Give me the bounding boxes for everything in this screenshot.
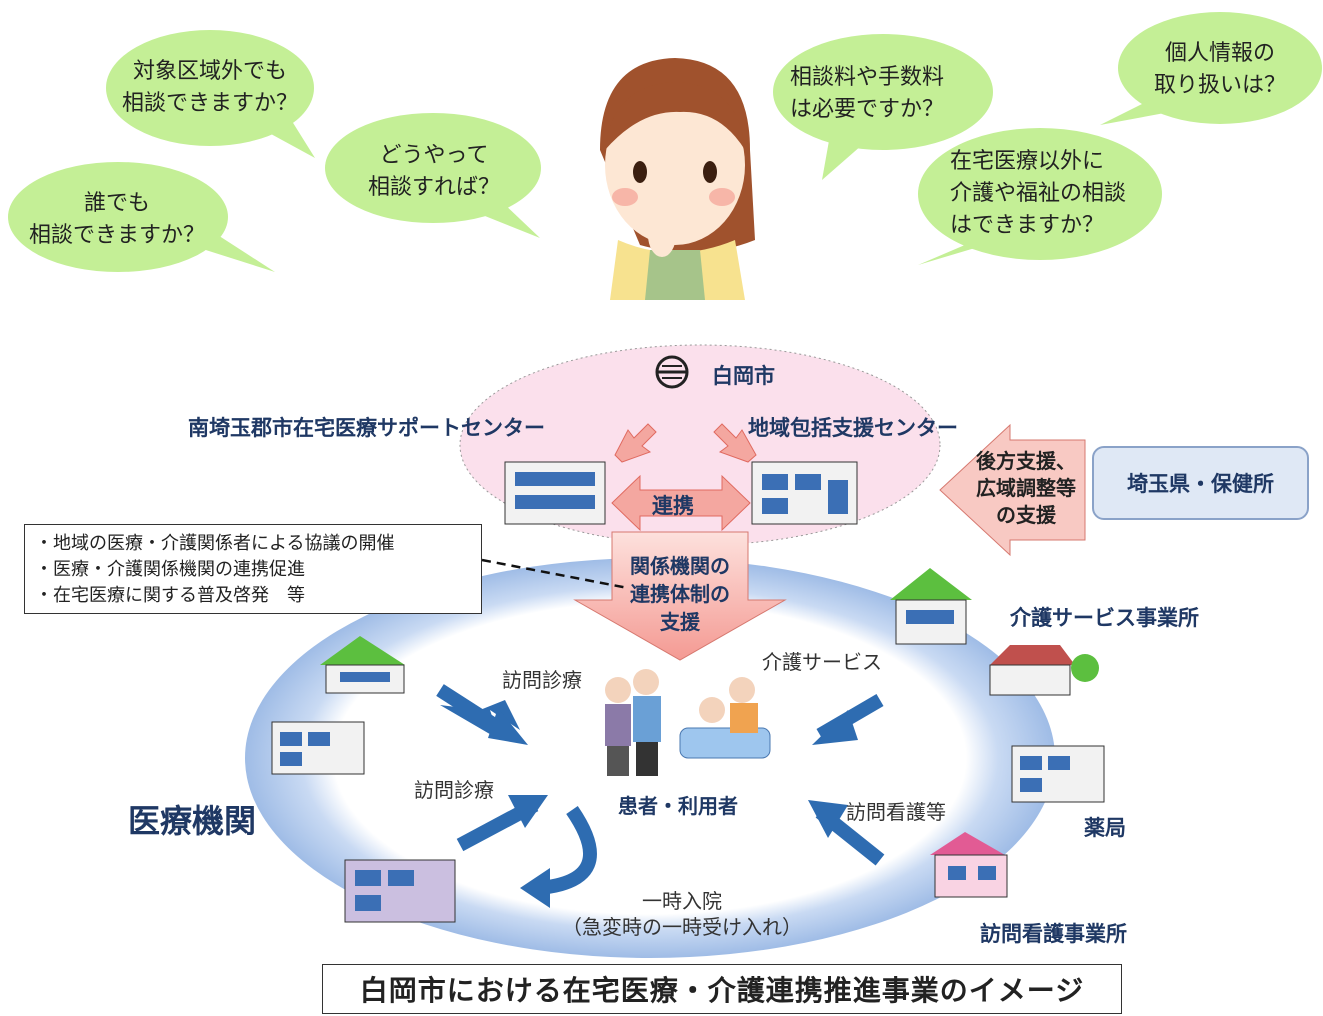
support-text: 関係機関の連携体制の支援	[630, 554, 730, 634]
city-emblem-icon	[655, 355, 689, 389]
visit-medical-label-1: 訪問診療	[502, 668, 582, 692]
pharmacy-label: 薬局	[1084, 816, 1126, 840]
question-fees: 相談料や手数料は必要ですか？	[790, 65, 945, 122]
activities-list: ・地域の医療・介護関係者による協議の開催 ・医療・介護関係機関の連携促進 ・在宅…	[24, 524, 482, 614]
care-facility-red-icon	[989, 645, 1099, 696]
nursing-office-pink-icon	[930, 832, 1008, 898]
activity-item: ・地域の医療・介護関係者による協議の開催	[35, 533, 395, 554]
activity-item: ・在宅医療に関する普及啓発 等	[35, 585, 305, 606]
visit-nursing-label: 訪問看護等	[846, 800, 946, 824]
patients-figures-icon	[605, 669, 771, 776]
support-arrow	[573, 531, 787, 661]
hospital-building-icon	[344, 859, 456, 923]
medical-institutions-label: 医療機関	[128, 802, 257, 840]
pharmacy-building-icon	[1011, 745, 1105, 803]
question-out-of-area: 対象区域外でも相談できますか？	[121, 59, 298, 116]
prefecture-box: 埼玉県・保健所	[1092, 446, 1309, 520]
city-name: 白岡市	[712, 364, 775, 388]
care-office-label: 介護サービス事業所	[1010, 606, 1199, 630]
house-green-1-icon	[320, 636, 405, 694]
question-privacy: 個人情報の取り扱いは？	[1153, 41, 1286, 98]
visit-medical-label-2: 訪問診療	[414, 778, 494, 802]
backup-text: 後方支援、広域調整等の支援	[976, 449, 1076, 527]
link-arrows	[611, 423, 757, 532]
question-welfare: 在宅医療以外に介護や福祉の相談はできますか？	[950, 149, 1127, 238]
dashed-connector	[481, 558, 629, 590]
building-community-center-icon	[751, 461, 858, 525]
question-anyone: 誰でも相談できますか？	[28, 191, 205, 248]
diagram-caption: 白岡市における在宅医療・介護連携推進事業のイメージ	[322, 964, 1122, 1014]
temp-admission-label: 一時入院（急変時の一時受け入れ）	[562, 889, 802, 939]
building-support-center-icon	[504, 461, 606, 525]
community-center-label: 地域包括支援センター	[748, 416, 958, 440]
backup-arrow	[939, 423, 1086, 557]
nursing-office-label: 訪問看護事業所	[980, 922, 1127, 946]
care-facility-green-icon	[890, 568, 972, 645]
support-center-label: 南埼玉郡市在宅医療サポートセンター	[188, 416, 545, 440]
care-service-label: 介護サービス	[762, 650, 882, 674]
link-label: 連携	[652, 494, 694, 518]
blue-arrows	[436, 684, 885, 908]
speech-bubbles	[8, 12, 1322, 272]
woman-figure	[600, 58, 755, 300]
patients-label: 患者・利用者	[618, 794, 738, 818]
question-how-to-consult: どうやって相談すれば？	[367, 143, 500, 200]
clinic-building-icon	[271, 721, 365, 775]
activity-item: ・医療・介護関係機関の連携促進	[35, 559, 305, 580]
